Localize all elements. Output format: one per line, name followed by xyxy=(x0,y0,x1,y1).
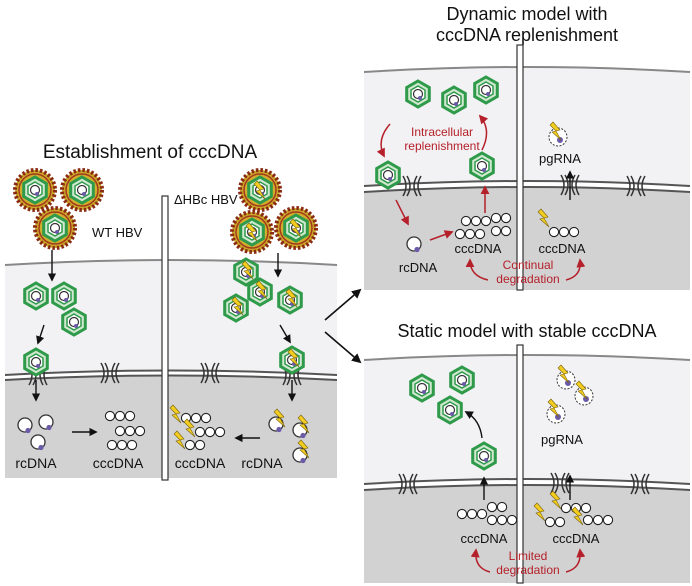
capsid-icon xyxy=(405,79,431,109)
limited-degradation-line1: Limited xyxy=(509,549,548,563)
red-arrow-icon xyxy=(429,230,454,241)
capsid-icon xyxy=(409,373,435,403)
rcdna-icon xyxy=(38,414,54,431)
degradation-arrow-icon xyxy=(465,258,489,281)
left-cell-membrane xyxy=(4,259,338,266)
static-cccdna-left-label: cccDNA xyxy=(461,531,508,546)
wt-virion-icon xyxy=(62,170,102,210)
arrow-to-dynamic-model xyxy=(324,288,362,321)
capsid-icon xyxy=(469,151,495,181)
capsid-icon xyxy=(471,441,497,471)
replenishment-arrow-icon xyxy=(376,123,391,158)
static-nuclear-envelope-outer xyxy=(363,478,691,485)
static-title: Static model with stable cccDNA xyxy=(397,321,656,341)
degradation-arrow-icon xyxy=(565,548,586,573)
arrow-to-static-model xyxy=(324,331,362,364)
degradation-arrow-icon xyxy=(470,548,491,573)
red-arrow-icon xyxy=(395,199,409,226)
dynamic-title-line1: Dynamic model with xyxy=(446,4,607,24)
left-nucleus xyxy=(5,375,337,478)
capsid-icon xyxy=(23,281,49,311)
capsid-icon xyxy=(441,85,467,115)
capsid-icon xyxy=(23,347,49,377)
dynamic-rcdna-label: rcDNA xyxy=(399,260,438,275)
left-panel-divider xyxy=(161,195,169,481)
capsid-icon xyxy=(51,281,77,311)
wt-virion-icon xyxy=(15,170,55,210)
rcdna-label-left: rcDNA xyxy=(15,455,57,471)
dynamic-nuclear-envelope-outer xyxy=(363,180,691,187)
arrow-icon xyxy=(36,324,45,345)
dynamic-nucleus xyxy=(364,187,690,290)
static-cell-membrane xyxy=(363,354,691,361)
capsid-icon xyxy=(473,75,499,105)
dynamic-cccdna-right-label: cccDNA xyxy=(539,241,586,256)
capsid-icon xyxy=(61,307,87,337)
dynamic-model-panel: Dynamic model with cccDNA replenishment … xyxy=(363,4,691,291)
continual-degradation-line2: degradation xyxy=(496,272,559,286)
arrow-icon xyxy=(279,324,291,344)
dynamic-cell-membrane xyxy=(363,66,691,73)
mutant-hbv-label: ΔHBc HBV xyxy=(174,192,238,207)
replenishment-arrow-icon xyxy=(478,114,489,151)
left-panel-title: Establishment of cccDNA xyxy=(43,142,258,163)
dynamic-title-line2: cccDNA replenishment xyxy=(436,25,618,45)
left-panel: Establishment of cccDNA WT HBV ΔHBc HBV xyxy=(4,142,338,481)
cccdna-label-mutant: cccDNA xyxy=(175,455,226,471)
rcdna-icon xyxy=(406,236,422,253)
dynamic-cccdna-left-label: cccDNA xyxy=(455,241,502,256)
continual-degradation-line1: Continual xyxy=(503,258,554,272)
left-nuclear-envelope-inner xyxy=(4,374,338,381)
capsid-icon xyxy=(449,365,475,395)
static-divider xyxy=(516,344,524,584)
replenishment-line2: replenishment xyxy=(404,139,480,153)
static-cccdna-right-label: cccDNA xyxy=(553,531,600,546)
cccdna-label-left: cccDNA xyxy=(93,455,144,471)
dynamic-nuclear-envelope-inner xyxy=(363,186,691,193)
capsid-icon xyxy=(375,160,401,190)
dynamic-pgrna-label: pgRNA xyxy=(539,151,581,166)
limited-degradation-line2: degradation xyxy=(496,563,559,577)
rcdna-icon xyxy=(30,434,46,451)
wt-hbv-label: WT HBV xyxy=(92,225,143,240)
rcdna-icon xyxy=(17,417,33,434)
arrow-icon xyxy=(464,411,483,439)
cccdna-rings-dynamic-right xyxy=(548,226,580,238)
static-pgrna-label: pgRNA xyxy=(541,432,583,447)
dynamic-divider xyxy=(516,44,524,291)
capsid-icon xyxy=(437,395,463,425)
rcdna-label-right: rcDNA xyxy=(241,455,283,471)
degradation-arrow-icon xyxy=(565,258,586,281)
static-nucleus xyxy=(364,485,690,583)
wt-virion-icon xyxy=(35,208,75,248)
static-cytoplasm xyxy=(364,355,690,484)
static-model-panel: Static model with stable cccDNA pgRNA cc… xyxy=(363,321,691,584)
replenishment-line1: Intracellular xyxy=(411,125,473,139)
